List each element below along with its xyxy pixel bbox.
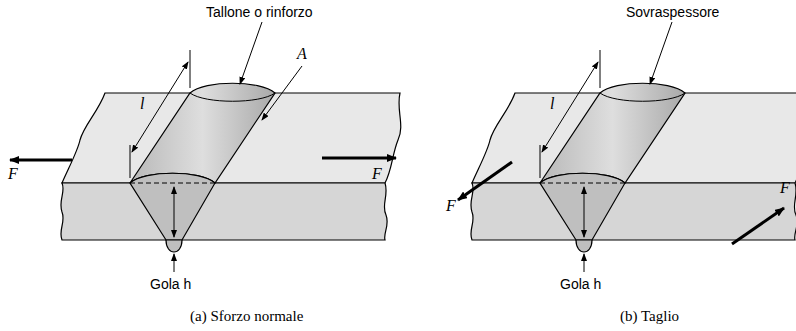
dimension-label: l: [140, 96, 144, 112]
force-label: F: [8, 166, 18, 182]
throat-label: Gola h: [560, 276, 601, 292]
point-label: A: [297, 46, 307, 62]
throat-label: Gola h: [150, 276, 191, 292]
force-label: F: [446, 198, 456, 214]
dimension-label: l: [550, 96, 554, 112]
part-label: Tallone o rinforzo: [206, 4, 313, 20]
part-label: Sovraspessore: [626, 4, 719, 20]
panel-caption: (a) Sforzo normale: [190, 308, 303, 324]
panel-caption: (b) Taglio: [620, 308, 679, 324]
force-label: F: [780, 180, 790, 196]
force-label: F: [372, 166, 382, 182]
